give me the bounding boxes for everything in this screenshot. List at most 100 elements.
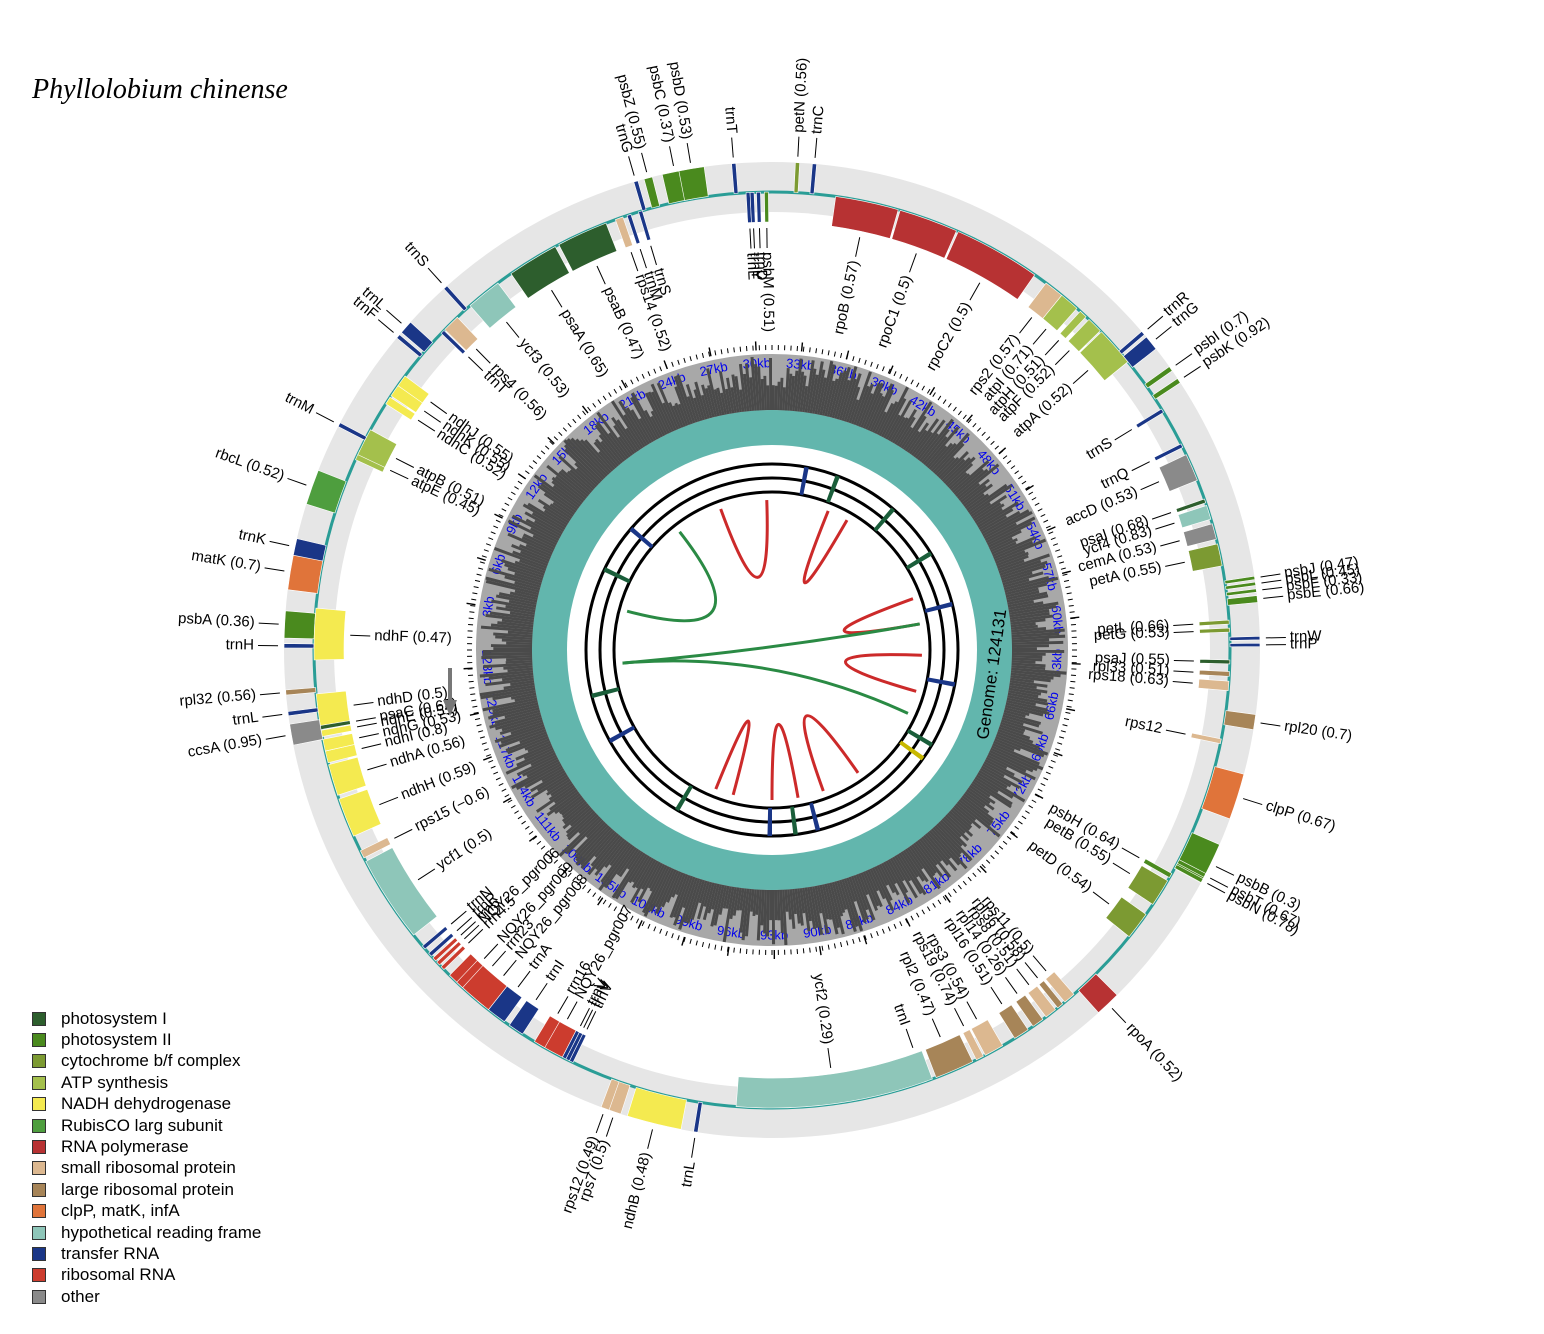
- gene-leader-line: [1140, 481, 1160, 491]
- minor-tick: [624, 912, 628, 918]
- gc-bar: [787, 889, 792, 920]
- legend-label: clpP, matK, infA: [61, 1201, 180, 1221]
- gc-bar: [693, 389, 706, 421]
- gc-bar: [546, 791, 580, 817]
- gc-bar: [631, 855, 650, 883]
- gc-bar: [902, 849, 925, 882]
- gene-leader-line: [1207, 882, 1226, 894]
- gc-bar: [567, 812, 598, 841]
- legend-item: ribosomal RNA: [32, 1265, 261, 1286]
- gene-block: [735, 1050, 933, 1109]
- legend-item: clpP, matK, infA: [32, 1201, 261, 1222]
- gc-bar: [482, 697, 538, 712]
- minor-tick: [962, 414, 967, 420]
- legend-item: NADH dehydrogenase: [32, 1094, 261, 1115]
- minor-tick: [972, 423, 977, 428]
- gc-bar: [643, 866, 670, 917]
- major-tick: [663, 360, 668, 370]
- gc-bar: [534, 519, 562, 537]
- gc-bar: [540, 483, 578, 511]
- gc-bar: [966, 789, 995, 811]
- gene-block: [449, 953, 508, 1011]
- gc-bar: [590, 833, 620, 867]
- gene-leader-line: [1155, 326, 1172, 340]
- gc-bar: [816, 885, 830, 934]
- gene-block: [558, 222, 618, 272]
- major-tick: [1034, 793, 1044, 799]
- gc-bar: [896, 853, 923, 895]
- minor-tick: [483, 549, 489, 552]
- gc-bar: [643, 409, 661, 439]
- gc-bar: [908, 429, 928, 455]
- gc-bar: [554, 475, 586, 501]
- gc-bar: [755, 889, 760, 915]
- gene-block: [305, 469, 347, 514]
- gc-bar: [997, 559, 1025, 572]
- legend-label: cytochrome b/f complex: [61, 1051, 241, 1071]
- minor-tick: [1010, 465, 1016, 470]
- gc-bar: [738, 363, 747, 412]
- gene-label: rps18 (0.63): [1088, 666, 1170, 689]
- gene-leader-line: [797, 136, 800, 157]
- gc-bar: [482, 652, 533, 657]
- gene-label: clpP (0.67): [1264, 797, 1338, 835]
- minor-tick: [474, 718, 481, 721]
- gc-bar: [1002, 571, 1044, 586]
- gene-leader-line: [430, 401, 448, 415]
- minor-tick: [653, 368, 657, 374]
- gc-bar: [768, 358, 772, 411]
- minor-tick: [483, 748, 489, 751]
- gc-bar: [1007, 694, 1049, 706]
- minor-tick: [985, 859, 991, 864]
- major-tick: [818, 946, 822, 956]
- gc-bar: [960, 797, 994, 824]
- minor-tick: [613, 388, 618, 394]
- gc-bar: [501, 638, 533, 643]
- gc-bar: [520, 550, 549, 564]
- gc-bar: [488, 567, 542, 586]
- gc-bar: [871, 389, 895, 433]
- gc-bar: [829, 882, 845, 935]
- gc-bar: [985, 756, 1008, 770]
- gene-leader-line: [386, 309, 402, 324]
- gc-bar: [521, 535, 554, 553]
- gc-bar: [871, 867, 895, 911]
- minor-tick: [1062, 724, 1068, 727]
- gene-leader-line: [427, 267, 442, 284]
- gc-bar: [630, 409, 652, 444]
- gc-bar: [988, 752, 1027, 773]
- legend-label: RNA polymerase: [61, 1137, 189, 1157]
- minor-tick: [567, 872, 572, 877]
- gc-bar: [566, 438, 606, 479]
- minor-tick: [587, 888, 592, 894]
- map-background: [284, 162, 1260, 1138]
- gene-leader-line: [731, 137, 734, 158]
- gene-block: [1176, 859, 1207, 878]
- gene-leader-line: [417, 868, 436, 881]
- gc-bar: [782, 387, 786, 411]
- gc-bar: [1010, 624, 1038, 630]
- gc-bar: [558, 470, 589, 498]
- gc-bar: [693, 397, 703, 421]
- gc-bar: [650, 415, 664, 438]
- gc-bar: [1003, 712, 1042, 725]
- gc-bar: [1003, 709, 1026, 718]
- gc-bar: [936, 823, 973, 862]
- gc-bar: [974, 776, 999, 793]
- gc-bar: [867, 869, 879, 892]
- gene-leader-line: [1263, 595, 1284, 599]
- gc-bar: [989, 749, 1034, 773]
- gc-bar: [487, 704, 539, 720]
- gc-bar: [703, 881, 713, 907]
- gc-bar: [991, 541, 1017, 555]
- gc-bar: [495, 714, 542, 731]
- minor-tick: [833, 943, 836, 949]
- major-tick: [476, 556, 486, 561]
- minor-tick: [1014, 825, 1020, 830]
- gc-bar: [1006, 591, 1048, 603]
- gc-bar: [928, 442, 954, 470]
- gene-leader-line: [1173, 660, 1194, 662]
- legend-item: RNA polymerase: [32, 1136, 261, 1157]
- minor-tick: [998, 845, 1004, 850]
- gc-bar: [536, 772, 567, 792]
